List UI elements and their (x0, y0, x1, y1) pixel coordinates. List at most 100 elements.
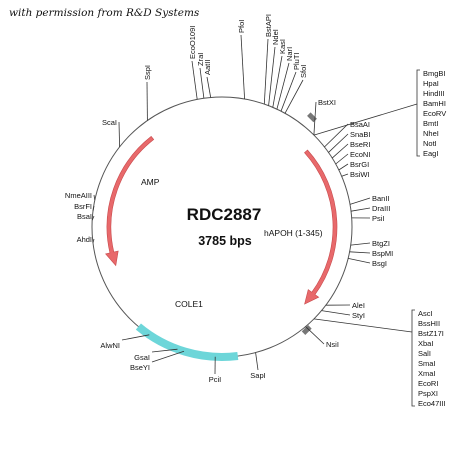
site-label-bottom: SapI (250, 371, 265, 380)
amp-label: AMP (141, 177, 160, 187)
credit-caption: with permission from R&D Systems (9, 7, 200, 19)
site-tick (416, 69, 420, 157)
site-label-left: BsaI (77, 212, 92, 221)
site-tick (313, 318, 413, 333)
site-label-box-bottom: PspXI (418, 389, 438, 398)
site-label-right: BseRI (350, 140, 370, 149)
site-label-top: ZraI (196, 53, 205, 66)
site-label-box-bottom: BssHII (418, 319, 440, 328)
site-tick (118, 121, 120, 148)
site-tick (151, 350, 185, 363)
site-label-right: DraIII (372, 204, 390, 213)
site-label-right: BspMI (372, 249, 393, 258)
site-tick (305, 326, 325, 345)
site-tick (206, 76, 212, 98)
site-tick (350, 207, 371, 212)
site-label-box-top: NotI (423, 139, 437, 148)
site-label-box-top: HindIII (423, 89, 445, 98)
cole1-origin-arc (135, 323, 239, 361)
site-label-top: PluTI (292, 52, 301, 70)
site-tick (272, 55, 283, 108)
site-label-box-top: NheI (423, 129, 439, 138)
site-label-right: SnaBI (350, 130, 370, 139)
site-label-box-top: BmtI (423, 119, 438, 128)
cole1-label: COLE1 (175, 299, 203, 309)
site-tick (199, 67, 205, 99)
site-tick (284, 79, 304, 114)
site-label-box-top: EagI (423, 149, 438, 158)
site-tick (191, 60, 198, 100)
site-tick (92, 205, 95, 212)
site-tick-lines (91, 34, 420, 407)
site-label-box-bottom: XbaI (418, 339, 433, 348)
site-label-box-bottom: SmaI (418, 359, 436, 368)
site-label-box-top: BamHI (423, 99, 446, 108)
plasmid-name: RDC2887 (187, 205, 262, 224)
site-tick (313, 101, 317, 136)
site-label-top: SfoI (299, 65, 308, 78)
hapoh-label: hAPOH (1-345) (264, 228, 323, 238)
site-tick (92, 238, 95, 243)
site-label-right: BsrGI (350, 160, 369, 169)
site-tick (411, 309, 415, 407)
site-label-right: StyI (352, 311, 365, 320)
plasmid-backbone (91, 96, 353, 358)
site-label-right: EcoNI (350, 150, 370, 159)
site-label-bottom: AlwNI (100, 341, 120, 350)
amp-feature-arrow (105, 135, 155, 267)
site-tick (93, 194, 96, 201)
site-label-top: KasI (278, 39, 287, 54)
site-label-left: AhdI (77, 235, 92, 244)
site-tick (240, 34, 245, 100)
site-label-bottom: PciI (209, 375, 222, 384)
site-label-right: BstXI (318, 98, 336, 107)
site-tick (268, 46, 276, 106)
site-label-top: BstAPI (264, 14, 273, 37)
site-tick (263, 38, 269, 105)
site-labels: ScaINmeAIIIBsrFIBsaIAhdISspIEcoO109IZraI… (65, 14, 446, 408)
site-tick (348, 258, 371, 264)
site-tick (335, 153, 349, 165)
site-label-box-bottom: Eco47III (418, 399, 446, 408)
site-tick (151, 348, 178, 353)
site-tick (255, 352, 259, 371)
site-label-top: NdeI (271, 29, 280, 45)
site-tick (349, 251, 371, 254)
site-label-right: BsiWI (350, 170, 370, 179)
site-tick (324, 123, 349, 148)
site-label-bottom: GsaI (134, 353, 150, 362)
site-label-right: BtgZI (372, 239, 390, 248)
site-label-right: NsiI (326, 340, 339, 349)
site-label-top: NarI (285, 47, 294, 61)
site-label-bottom: BseYI (130, 363, 150, 372)
site-label-right: BsgI (372, 259, 387, 268)
site-label-box-bottom: SalI (418, 349, 431, 358)
cloning-site-marker-bottom (301, 325, 312, 335)
site-tick (280, 71, 297, 112)
site-label-box-bottom: XmaI (418, 369, 436, 378)
site-tick (341, 173, 349, 177)
site-label-box-bottom: EcoRI (418, 379, 438, 388)
site-tick (321, 310, 351, 316)
site-label-right: BanII (372, 194, 390, 203)
plasmid-size: 3785 bps (198, 234, 252, 248)
site-tick (349, 197, 371, 205)
site-tick (350, 242, 371, 246)
site-tick (331, 143, 349, 159)
site-label-top: AatII (203, 60, 212, 75)
site-label-box-bottom: AscI (418, 309, 433, 318)
site-label-top: SspI (143, 65, 152, 80)
site-label-box-top: BmgBI (423, 69, 446, 78)
site-label-right: AleI (352, 301, 365, 310)
site-tick (313, 103, 418, 136)
hapoh-feature-arrow (304, 149, 338, 305)
site-label-right: BsaAI (350, 120, 370, 129)
site-label-right: PsiI (372, 214, 385, 223)
site-label-box-bottom: BstZ17I (418, 329, 444, 338)
site-label-left: NmeAIII (65, 191, 92, 200)
site-label-box-top: EcoRV (423, 109, 446, 118)
site-tick (328, 133, 349, 153)
site-tick (91, 215, 95, 221)
site-tick (338, 163, 349, 171)
